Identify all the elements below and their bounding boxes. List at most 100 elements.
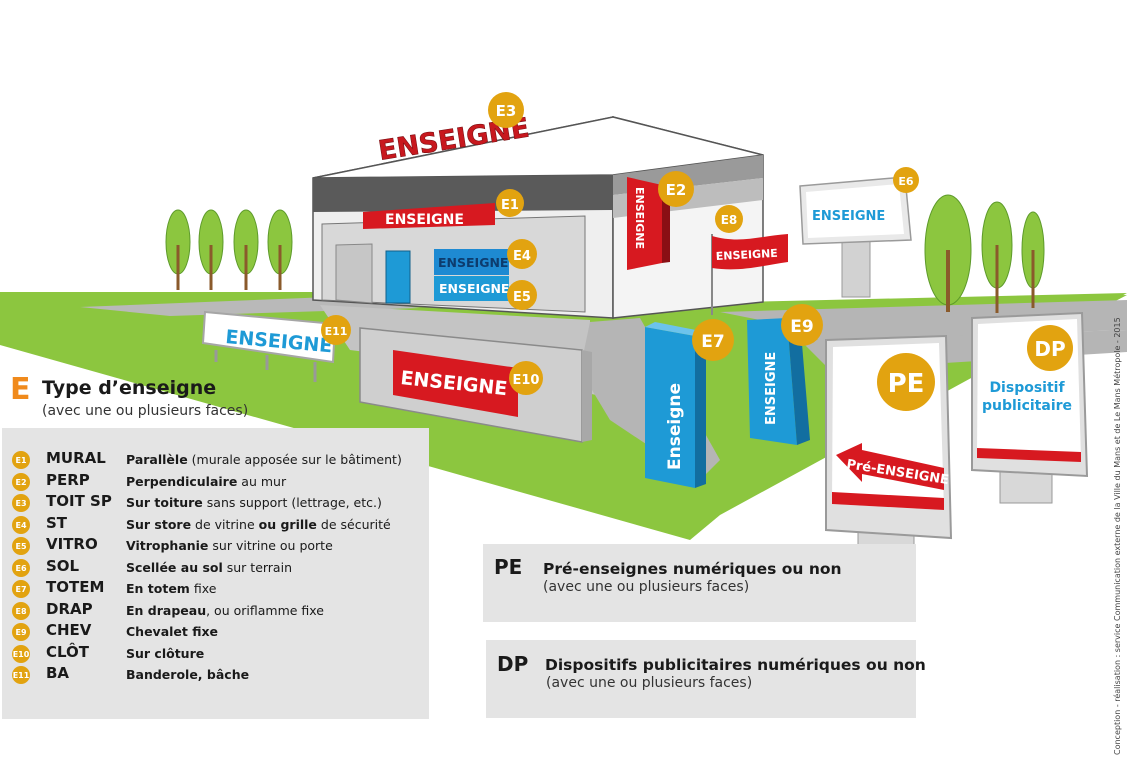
pe-code: PE bbox=[494, 555, 523, 579]
legend-code: MURAL bbox=[46, 449, 106, 467]
marker-e5: E5 bbox=[507, 280, 537, 310]
sign-e10-fence: ENSEIGNE bbox=[359, 327, 592, 443]
svg-text:E5: E5 bbox=[513, 290, 531, 305]
legend-row: E9 CHEV Chevalet fixe bbox=[2, 621, 429, 641]
marker-e11: E11 bbox=[321, 315, 351, 345]
trees-right bbox=[924, 194, 1045, 313]
sign-e2-perpendicular: ENSEIGNE bbox=[627, 177, 670, 270]
marker-e1: E1 bbox=[496, 189, 524, 217]
sign-e7-text: Enseigne bbox=[665, 383, 685, 470]
legend-desc: Parallèle (murale apposée sur le bâtimen… bbox=[126, 452, 402, 467]
dp-code: DP bbox=[497, 652, 529, 676]
marker-e6: E6 bbox=[893, 167, 919, 193]
legend-code: TOTEM bbox=[46, 578, 105, 596]
marker-e10: E10 bbox=[509, 361, 543, 395]
legend-code: CLÔT bbox=[46, 643, 90, 661]
legend-subtitle: (avec une ou plusieurs faces) bbox=[42, 403, 249, 419]
dp-circle-text: DP bbox=[1034, 337, 1065, 361]
legend-desc: Sur store de vitrine ou grille de sécuri… bbox=[126, 517, 391, 532]
legend-code: SOL bbox=[46, 557, 80, 575]
pe-panel: Pré-ENSEIGNE PE bbox=[825, 334, 953, 559]
credit-line: Conception - réalisation : service Commu… bbox=[1113, 317, 1122, 755]
dp-legend-box: DP Dispositifs publicitaires numériques … bbox=[486, 640, 926, 718]
legend-desc: En totem fixe bbox=[126, 581, 217, 596]
legend-title: Type d’enseigne bbox=[42, 377, 217, 399]
pe-circle-text: PE bbox=[888, 369, 925, 399]
legend-table: E1 MURAL Parallèle (murale apposée sur l… bbox=[2, 428, 429, 719]
dp-line1: Dispositif bbox=[989, 380, 1065, 396]
svg-text:E1: E1 bbox=[501, 198, 519, 213]
svg-text:E11: E11 bbox=[325, 325, 348, 338]
legend-desc: Scellée au sol sur terrain bbox=[126, 560, 292, 575]
sign-e6-text: ENSEIGNE bbox=[812, 209, 885, 224]
legend-badge: E5 bbox=[12, 537, 30, 555]
legend-desc: Banderole, bâche bbox=[126, 667, 250, 682]
svg-text:E8: E8 bbox=[721, 213, 738, 227]
svg-text:E6: E6 bbox=[898, 175, 914, 188]
marker-e7: E7 bbox=[692, 319, 734, 361]
legend-desc: Sur clôture bbox=[126, 646, 205, 661]
marker-e8: E8 bbox=[715, 205, 743, 233]
dp-title: Dispositifs publicitaires numériques ou … bbox=[545, 656, 926, 674]
legend-badge: E9 bbox=[12, 623, 30, 641]
trees-left bbox=[165, 209, 293, 290]
sign-e11-banner: ENSEIGNE bbox=[201, 310, 337, 382]
svg-text:E2: E2 bbox=[666, 181, 687, 199]
legend-desc: Vitrophanie sur vitrine ou porte bbox=[126, 538, 333, 553]
sign-e5-text: ENSEIGNE bbox=[439, 281, 509, 296]
pe-legend-box: PE Pré-enseignes numériques ou non (avec… bbox=[483, 544, 916, 622]
legend-badge: E2 bbox=[12, 473, 30, 491]
legend-badge: E6 bbox=[12, 559, 30, 577]
legend-desc: En drapeau, ou oriflamme fixe bbox=[126, 603, 324, 618]
legend-badge: E8 bbox=[12, 602, 30, 620]
legend-row: E11 BA Banderole, bâche bbox=[2, 664, 429, 684]
legend-row: E10 CLÔT Sur clôture bbox=[2, 643, 429, 663]
legend-desc: Perpendiculaire au mur bbox=[126, 474, 287, 489]
sign-e9-chevalet: ENSEIGNE bbox=[747, 318, 810, 445]
dp-subtitle: (avec une ou plusieurs faces) bbox=[546, 675, 753, 691]
legend-code: DRAP bbox=[46, 600, 93, 618]
legend-row: E6 SOL Scellée au sol sur terrain bbox=[2, 557, 429, 577]
legend-row: E3 TOIT SP Sur toiture sans support (let… bbox=[2, 492, 429, 512]
legend-row: E2 PERP Perpendiculaire au mur bbox=[2, 471, 429, 491]
legend-letter: E bbox=[10, 372, 31, 407]
svg-text:E10: E10 bbox=[513, 373, 540, 388]
legend-code: ST bbox=[46, 514, 68, 532]
svg-text:E3: E3 bbox=[496, 102, 517, 120]
legend-row: E4 ST Sur store de vitrine ou grille de … bbox=[2, 514, 429, 534]
svg-text:E7: E7 bbox=[701, 332, 724, 352]
sign-e4-store: ENSEIGNE bbox=[434, 249, 509, 275]
legend-badge: E11 bbox=[12, 666, 30, 684]
marker-e9: E9 bbox=[781, 304, 823, 346]
pe-title: Pré-enseignes numériques ou non bbox=[543, 560, 842, 578]
marker-e3: E3 bbox=[488, 92, 524, 128]
dp-panel: DP Dispositif publicitaire bbox=[971, 311, 1089, 504]
legend-row: E1 MURAL Parallèle (murale apposée sur l… bbox=[2, 449, 429, 469]
sign-e8-flag: ENSEIGNE bbox=[711, 234, 788, 315]
sign-e1-text: ENSEIGNE bbox=[385, 212, 464, 228]
legend-badge: E3 bbox=[12, 494, 30, 512]
pe-subtitle: (avec une ou plusieurs faces) bbox=[543, 579, 750, 595]
sign-e9-text: ENSEIGNE bbox=[764, 352, 779, 425]
sign-e5-window: ENSEIGNE bbox=[434, 276, 509, 301]
legend-row: E7 TOTEM En totem fixe bbox=[2, 578, 429, 598]
legend-badge: E7 bbox=[12, 580, 30, 598]
markers: E3 E1 E2 E8 E6 E4 E5 E11 E10 E7 E9 bbox=[321, 92, 919, 395]
marker-e4: E4 bbox=[507, 239, 537, 269]
legend-code: VITRO bbox=[46, 535, 98, 553]
legend-badge: E4 bbox=[12, 516, 30, 534]
marker-e2: E2 bbox=[658, 171, 694, 207]
sign-e7-totem: Enseigne bbox=[645, 322, 706, 488]
legend-code: PERP bbox=[46, 471, 90, 489]
legend-desc: Chevalet fixe bbox=[126, 624, 219, 639]
legend-badge: E10 bbox=[12, 645, 30, 663]
legend-code: TOIT SP bbox=[46, 492, 112, 510]
dp-line2: publicitaire bbox=[982, 398, 1072, 414]
legend-badge: E1 bbox=[12, 451, 30, 469]
legend-code: CHEV bbox=[46, 621, 92, 639]
sign-e4-text: ENSEIGNE bbox=[438, 255, 508, 270]
legend-code: BA bbox=[46, 664, 70, 682]
sign-e6-ground: ENSEIGNE bbox=[799, 176, 912, 298]
svg-text:E9: E9 bbox=[790, 317, 813, 337]
